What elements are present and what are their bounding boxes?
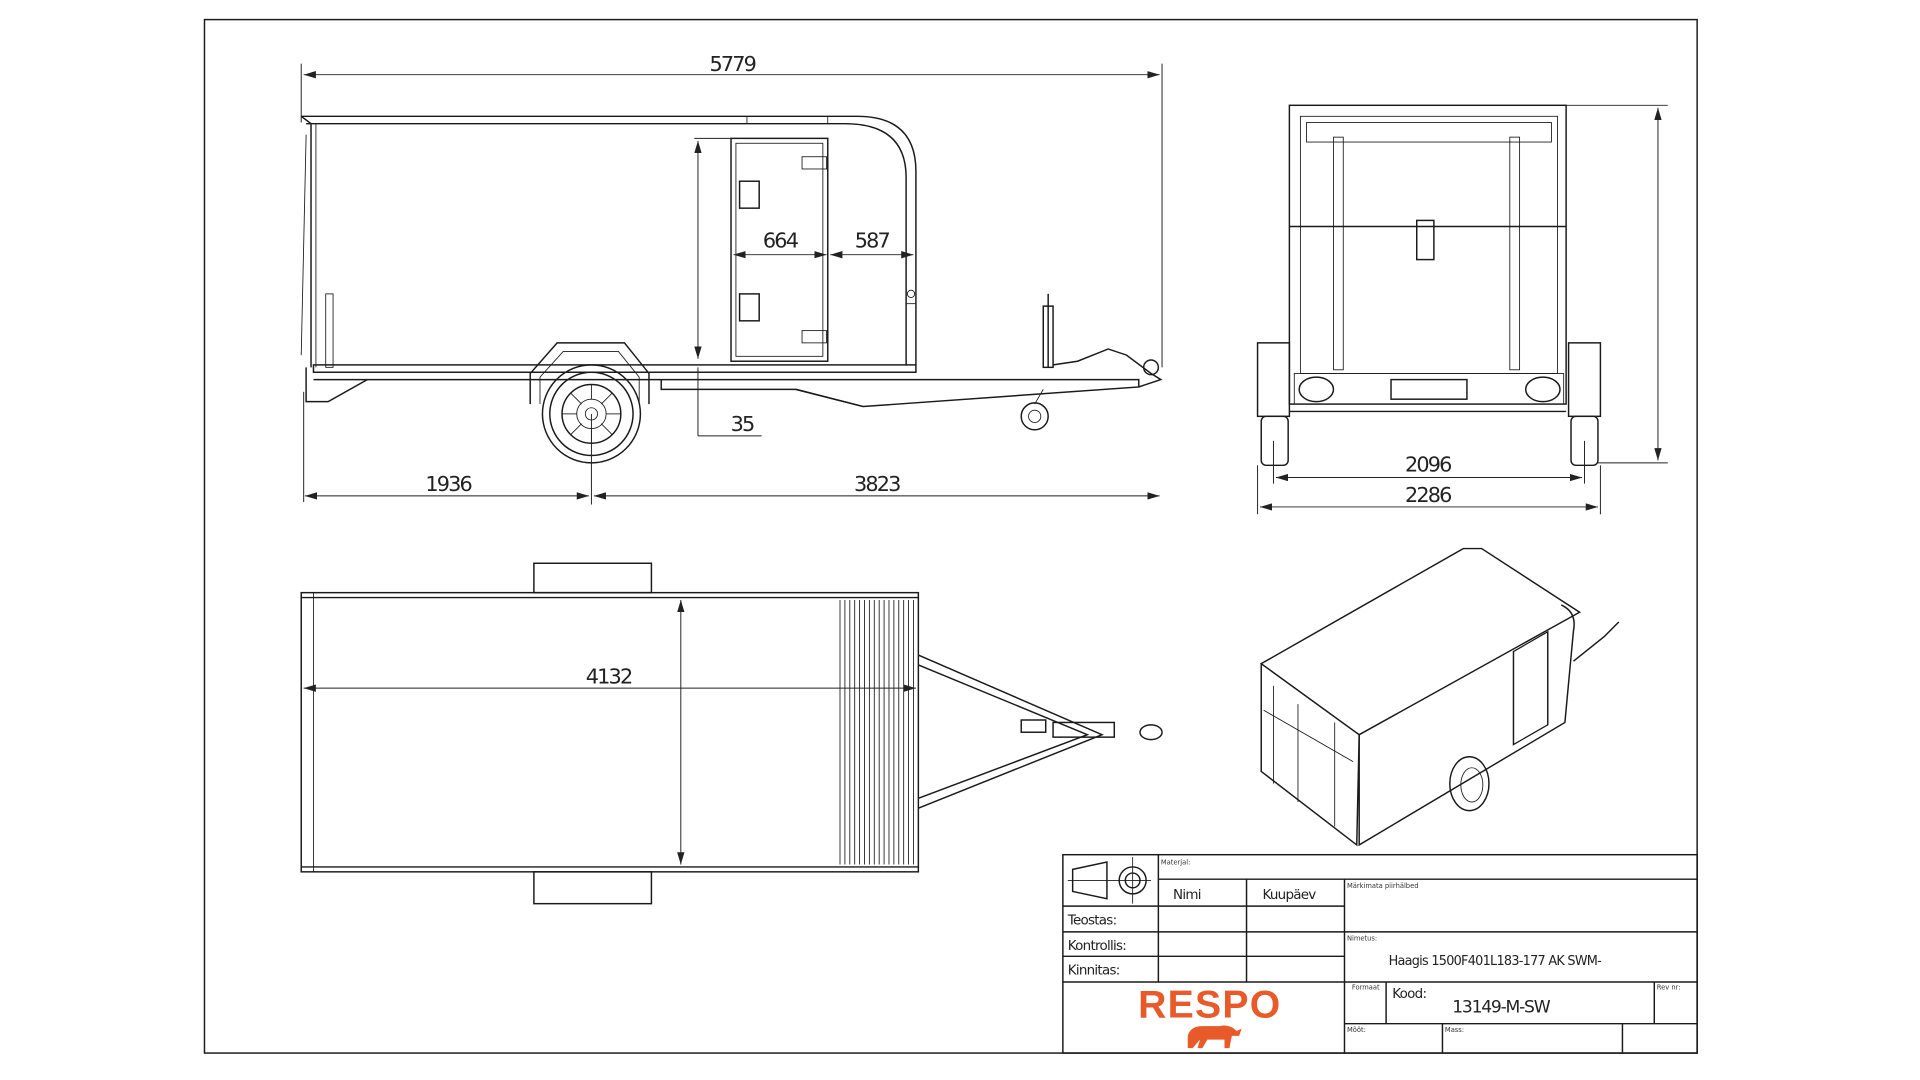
mass-label: Mass: (1445, 1026, 1464, 1034)
row-kontrollis-label: Kontrollis: (1068, 939, 1126, 954)
projection-symbol-icon (1067, 857, 1152, 904)
respo-logo: RESPO (1138, 984, 1281, 1027)
kood-label: Kood: (1392, 987, 1426, 1002)
drawing-name: Haagis 1500F401L183-177 AK SWM- (1389, 954, 1602, 969)
moot-label: Mõõt: (1347, 1026, 1366, 1034)
sheet-border (203, 18, 1698, 1054)
tolerances-label: Märkimata piirhälbed (1347, 882, 1419, 890)
drawing-code: 13149-M-SW (1452, 998, 1550, 1018)
rev-label: Rev nr: (1657, 983, 1681, 991)
row-kinnitas-label: Kinnitas: (1068, 964, 1120, 979)
formaat-label: Formaat (1352, 983, 1380, 991)
bull-icon (1187, 1025, 1242, 1049)
material-label: Materjal: (1161, 858, 1191, 866)
dim-door-width: 664 (763, 228, 799, 252)
dim-clearance: 35 (731, 412, 754, 436)
dim-rear-to-axle: 1936 (425, 472, 471, 496)
dim-axle-to-coupling: 3823 (854, 472, 900, 496)
col-date-header: Kuupäev (1262, 888, 1316, 903)
side-view: 5779 1504 664 587 (300, 52, 1163, 505)
nimetus-label: Nimetus: (1347, 934, 1377, 942)
row-teostas-label: Teostas: (1067, 913, 1117, 928)
rear-view: 2402 2096 2286 (1256, 104, 1668, 515)
dim-overall-width: 2286 (1405, 483, 1451, 507)
dim-overall-length: 5779 (709, 52, 755, 76)
dim-door-to-front: 587 (855, 228, 890, 252)
col-name-header: Nimi (1173, 888, 1201, 903)
dim-box-length: 4132 (586, 664, 632, 688)
dim-track-width: 2096 (1405, 452, 1451, 476)
isometric-view (1259, 547, 1620, 847)
title-block: Materjal: Nimi Kuupäev Teostas: Kontroll… (1062, 853, 1698, 1054)
top-view: 4132 1864 (300, 562, 1163, 905)
